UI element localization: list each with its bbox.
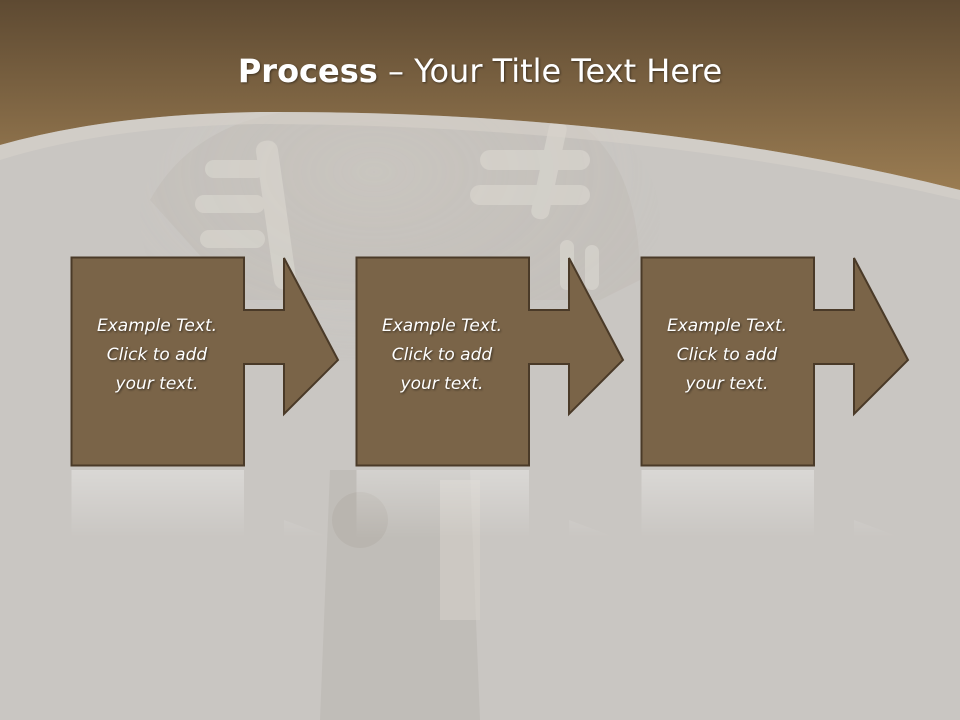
step-text: Example Text. Click to add your text. — [642, 312, 812, 399]
slide-title: Process – Your Title Text Here — [0, 52, 960, 90]
step-line-3: your text. — [400, 374, 484, 394]
title-bold: Process — [237, 52, 378, 90]
step-arrow-shape — [355, 256, 625, 467]
title-rest: – Your Title Text Here — [377, 52, 723, 90]
step-line-2: Click to add — [676, 345, 778, 365]
step-text: Example Text. Click to add your text. — [357, 312, 527, 399]
step-reflection-1 — [71, 470, 338, 540]
step-line-3: your text. — [115, 374, 199, 394]
step-line-2: Click to add — [391, 345, 493, 365]
step-reflection-2 — [356, 470, 623, 540]
process-step-1[interactable]: Example Text. Click to add your text. — [70, 256, 340, 468]
step-arrow-shape — [640, 256, 910, 467]
step-arrow-shape — [70, 256, 340, 467]
process-step-2[interactable]: Example Text. Click to add your text. — [355, 256, 625, 468]
step-line-2: Click to add — [106, 345, 208, 365]
step-line-3: your text. — [685, 374, 769, 394]
header-band — [0, 0, 960, 190]
step-line-1: Example Text. — [381, 316, 503, 336]
process-step-3[interactable]: Example Text. Click to add your text. — [640, 256, 910, 468]
step-text: Example Text. Click to add your text. — [72, 312, 242, 399]
step-line-1: Example Text. — [666, 316, 788, 336]
step-line-1: Example Text. — [96, 316, 218, 336]
step-reflection-3 — [641, 470, 908, 540]
